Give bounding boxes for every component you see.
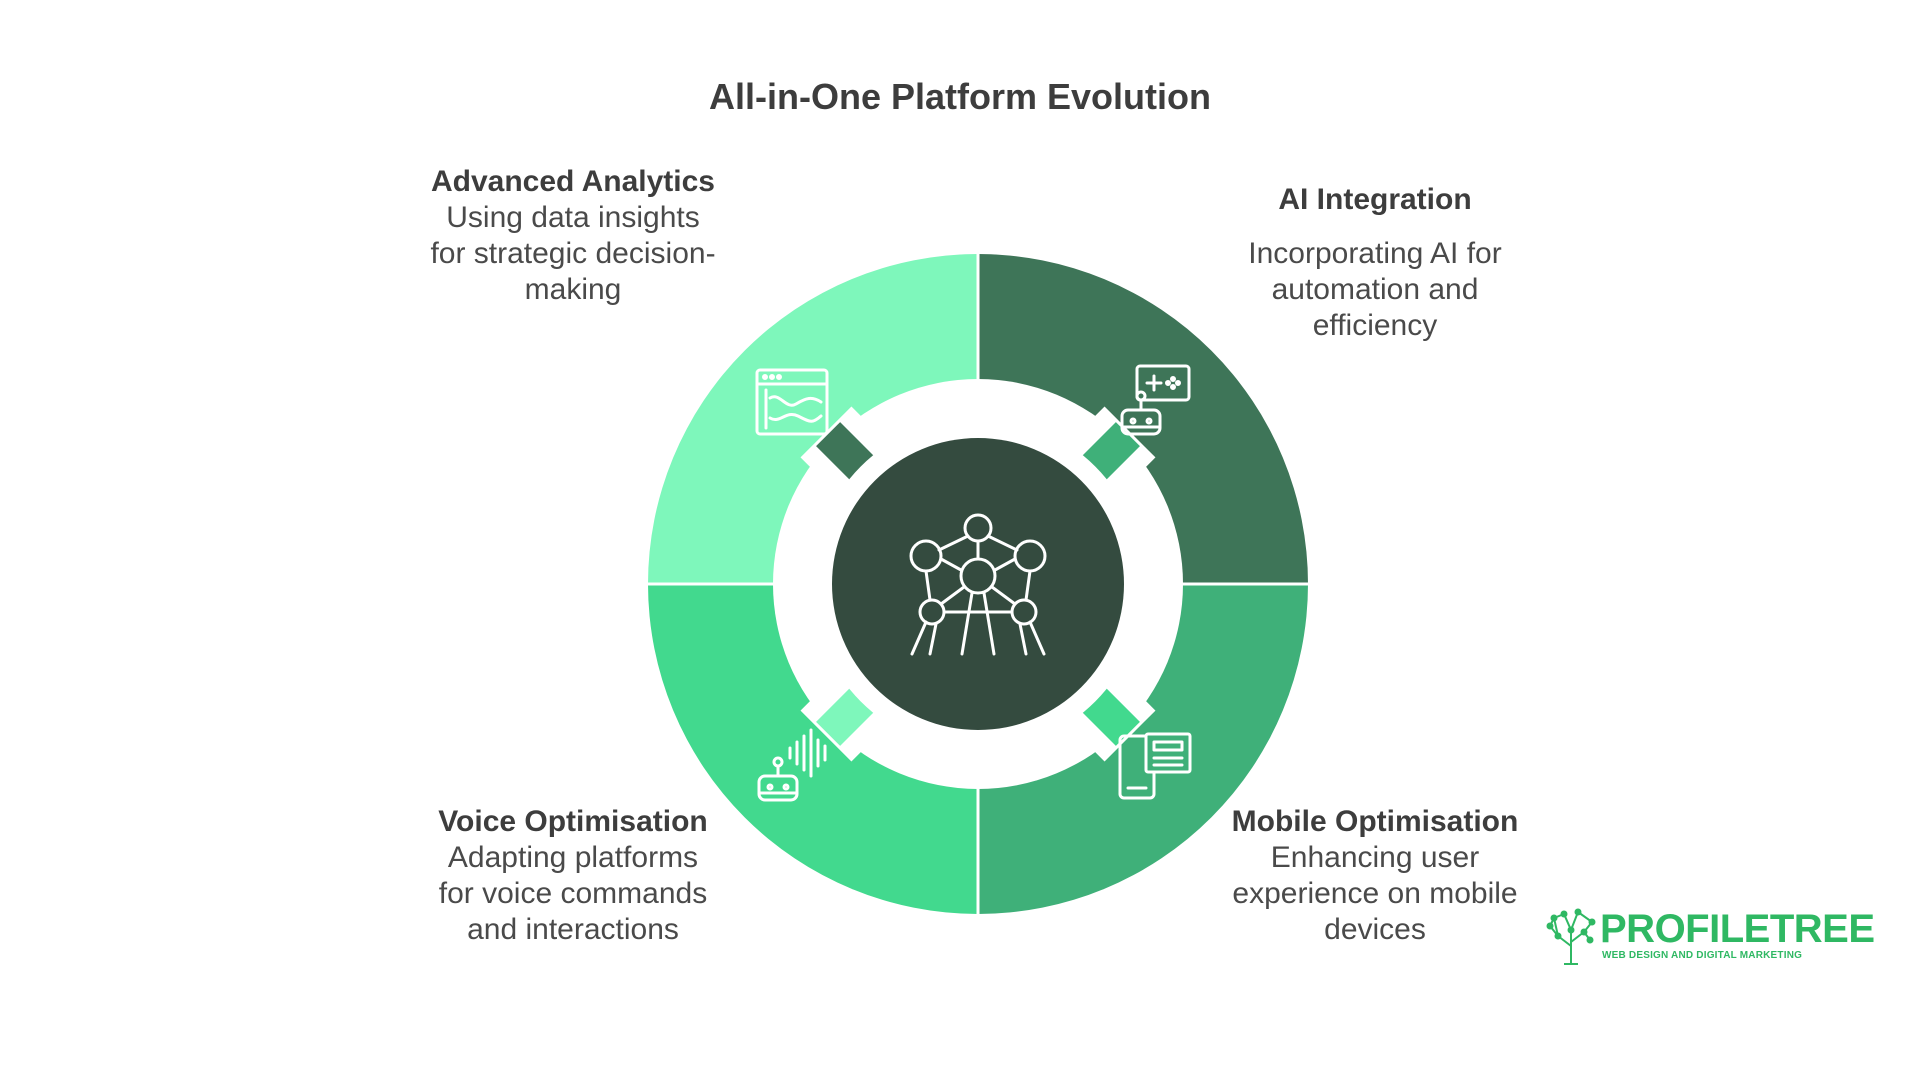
segment-mobile-optimisation — [978, 584, 1308, 914]
analytics-chart-icon — [755, 368, 829, 436]
ai-integration-text: AI Integration Incorporating AI for auto… — [1230, 182, 1520, 344]
molecule-structure-icon — [909, 513, 1047, 656]
segment-description: Adapting platforms for voice commands an… — [438, 841, 708, 946]
voice-optimisation-text: Voice Optimisation Adapting platforms fo… — [428, 804, 718, 948]
ai-robot-panel-icon — [1120, 364, 1191, 436]
segment-dividers — [644, 250, 1312, 918]
logo-tagline: WEB DESIGN AND DIGITAL MARKETING — [1602, 950, 1803, 961]
segment-description: Enhancing user experience on mobile devi… — [1232, 841, 1518, 946]
voice-robot-icon — [757, 728, 827, 802]
segment-description: Incorporating AI for automation and effi… — [1248, 237, 1502, 342]
segment-voice-optimisation — [648, 584, 978, 914]
segment-advanced-analytics — [648, 254, 978, 584]
mobile-optimisation-text: Mobile Optimisation Enhancing user exper… — [1230, 804, 1520, 948]
segment-ai-integration — [978, 254, 1308, 584]
center-hub — [832, 438, 1124, 730]
segment-heading: Mobile Optimisation — [1231, 805, 1519, 838]
profiletree-logo: PROFILETREE WEB DESIGN AND DIGITAL MARKE… — [1544, 906, 1875, 966]
segment-heading: Advanced Analytics — [431, 165, 715, 198]
segment-description: Using data insights for strategic decisi… — [430, 201, 716, 306]
segment-heading: AI Integration — [1278, 183, 1472, 216]
page-title: All-in-One Platform Evolution — [709, 76, 1211, 117]
advanced-analytics-text: Advanced Analytics Using data insights f… — [428, 164, 718, 308]
mobile-document-icon — [1118, 732, 1192, 800]
segment-heading: Voice Optimisation — [438, 805, 708, 838]
tree-network-icon — [1546, 908, 1596, 965]
logo-brand-text: PROFILETREE — [1600, 907, 1875, 951]
